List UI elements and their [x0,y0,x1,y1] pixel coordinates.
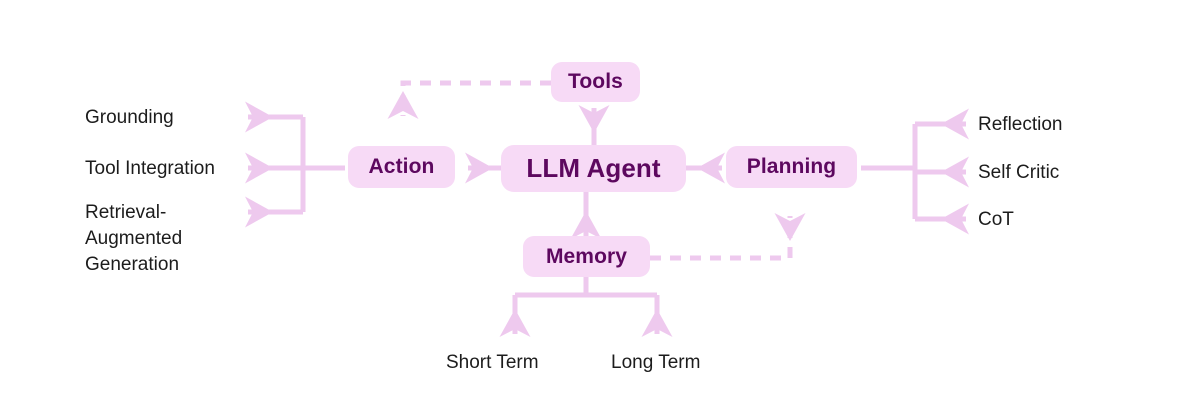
edge-tools-to-action-dashed [387,80,551,120]
leaf-grounding-label: Grounding [85,107,174,128]
leaf-long-term-label: Long Term [611,352,701,373]
leaf-cot: CoT [978,207,1014,233]
node-llm-agent[interactable]: LLM Agent [501,145,686,192]
node-planning-label: Planning [746,155,837,178]
node-memory[interactable]: Memory [523,236,650,277]
node-action[interactable]: Action [348,146,455,188]
node-tools-label: Tools [568,70,623,93]
leaf-rag-line-1: Retrieval- [85,202,167,223]
leaf-rag-line-3: Generation [85,254,180,275]
leaf-long-term: Long Term [611,350,700,376]
leaf-tool-integration-label: Tool Integration [85,158,215,179]
leaf-short-term: Short Term [446,350,539,376]
leaf-rag-line-2: Augmented [85,228,183,249]
leaf-self-critic: Self Critic [978,160,1059,186]
leaf-grounding: Grounding [85,105,174,131]
leaf-reflection-label: Reflection [978,114,1063,135]
node-tools[interactable]: Tools [551,62,640,102]
leaf-tool-integration: Tool Integration [85,156,215,182]
leaf-retrieval-augmented-generation: Retrieval- Augmented Generation [85,200,235,278]
node-planning[interactable]: Planning [726,146,857,188]
leaf-cot-label: CoT [978,209,1014,230]
node-action-label: Action [368,155,435,178]
leaf-reflection: Reflection [978,112,1063,138]
edge-memory-to-planning-dashed [650,212,806,261]
leaf-self-critic-label: Self Critic [978,162,1060,183]
leaf-short-term-label: Short Term [446,352,539,373]
node-memory-label: Memory [545,244,628,268]
node-llm-agent-label: LLM Agent [526,153,661,183]
